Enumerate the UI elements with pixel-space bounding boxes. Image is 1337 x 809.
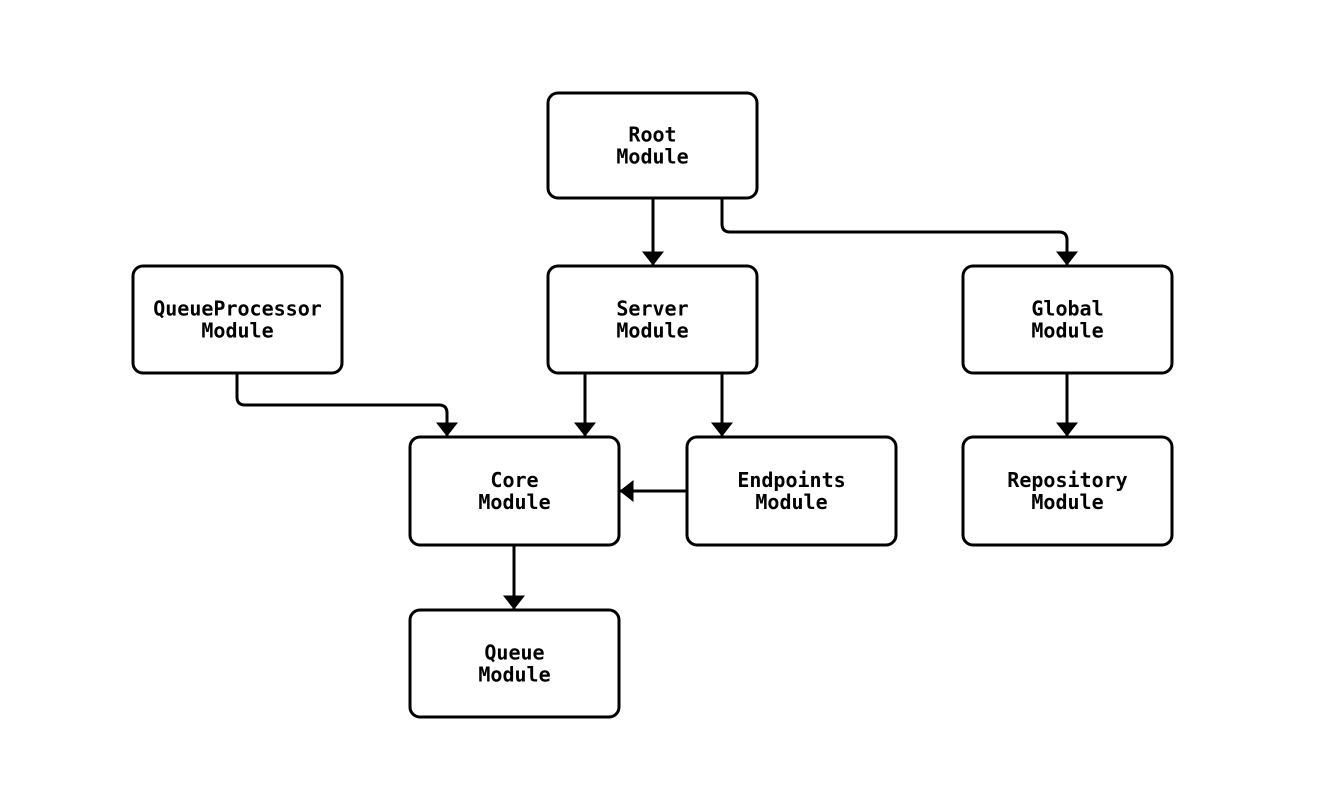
node-server-module: Server Module — [546, 264, 759, 375]
node-repository-module: Repository Module — [961, 435, 1174, 547]
node-endpoints-module: Endpoints Module — [685, 435, 898, 547]
node-queue-module-label-line1: Queue — [484, 641, 544, 665]
edge-queueprocessor-to-core — [235, 373, 458, 437]
node-repository-module-box — [961, 435, 1174, 547]
node-endpoints-module-label-line2: Module — [755, 490, 827, 514]
node-root-module-box — [546, 91, 759, 200]
node-endpoints-module-label-line1: Endpoints — [737, 468, 845, 492]
node-core-module-label-line1: Core — [490, 468, 538, 492]
node-global-module-label-line1: Global — [1031, 297, 1103, 321]
node-repository-module-label-line2: Module — [1031, 490, 1103, 514]
node-global-module-label-line2: Module — [1031, 319, 1103, 343]
node-queueprocessor-module-box — [131, 264, 344, 375]
node-global-module-box — [961, 264, 1174, 375]
node-queue-module: Queue Module — [408, 608, 621, 719]
node-queueprocessor-module-label-line1: QueueProcessor — [153, 297, 322, 321]
node-endpoints-module-box — [685, 435, 898, 547]
node-repository-module-label-line1: Repository — [1007, 468, 1127, 492]
node-global-module: Global Module — [961, 264, 1174, 375]
node-core-module: Core Module — [408, 435, 621, 547]
node-queue-module-label-line2: Module — [478, 663, 550, 687]
node-queueprocessor-module: QueueProcessor Module — [131, 264, 344, 375]
node-core-module-label-line2: Module — [478, 490, 550, 514]
node-queueprocessor-module-label-line2: Module — [201, 319, 273, 343]
node-layer: Root Module QueueProcessor Module Server… — [131, 91, 1174, 719]
edge-root-to-global — [720, 198, 1078, 266]
node-root-module: Root Module — [546, 91, 759, 200]
node-server-module-box — [546, 264, 759, 375]
node-core-module-box — [408, 435, 621, 547]
node-root-module-label-line1: Root — [628, 123, 676, 147]
node-server-module-label-line2: Module — [616, 319, 688, 343]
edge-layer — [235, 198, 1078, 610]
node-queue-module-box — [408, 608, 621, 719]
node-root-module-label-line2: Module — [616, 145, 688, 169]
node-server-module-label-line1: Server — [616, 297, 688, 321]
